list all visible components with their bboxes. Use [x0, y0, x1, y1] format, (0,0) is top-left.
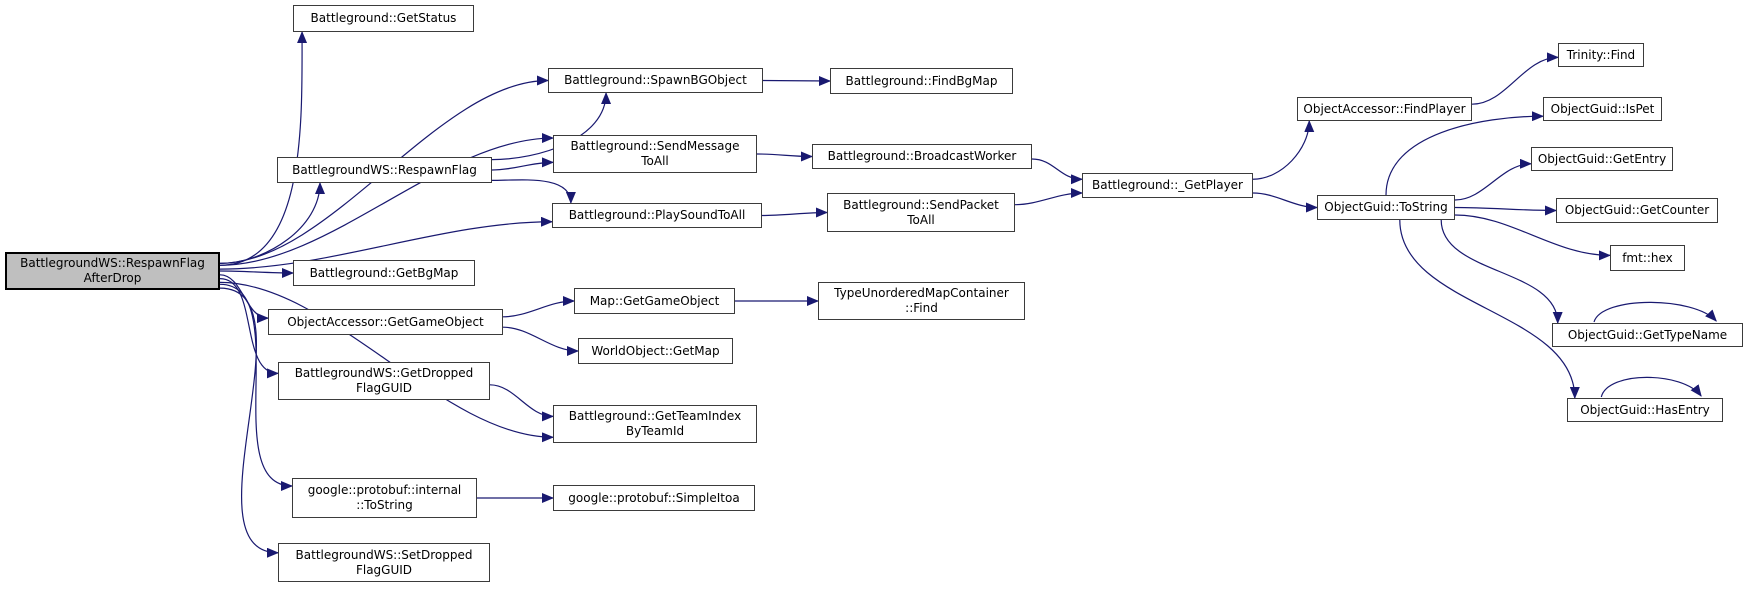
edge-guid_tostring-getcounter [1454, 205, 1557, 216]
edge-spawnbg-findbgmap [762, 75, 831, 86]
node-sendpacket[interactable]: Battleground::SendPacket ToAll [827, 193, 1015, 232]
node-label: Battleground::BroadcastWorker [827, 149, 1017, 163]
node-label: WorldObject::GetMap [591, 343, 720, 358]
node-broadcast[interactable]: Battleground::BroadcastWorker [812, 144, 1032, 169]
node-label: ObjectGuid::ToString [1324, 200, 1448, 214]
node-oa_getgameobject[interactable]: ObjectAccessor::GetGameObject [268, 309, 503, 335]
node-label: Battleground::GetTeamIndex ByTeamId [568, 409, 742, 438]
node-typeunordered[interactable]: TypeUnorderedMapContainer ::Find [818, 282, 1025, 320]
edge-getplayer-guid_tostring [1252, 192, 1318, 213]
node-label: Map::GetGameObject [589, 293, 720, 308]
node-trinity_find[interactable]: Trinity::Find [1558, 43, 1644, 67]
edge-respawnflag-playsound [491, 179, 576, 204]
node-findbgmap[interactable]: Battleground::FindBgMap [830, 68, 1013, 94]
node-label: ObjectAccessor::FindPlayer [1303, 101, 1466, 116]
node-getcounter[interactable]: ObjectGuid::GetCounter [1556, 198, 1718, 223]
node-label: Battleground::GetStatus [310, 11, 457, 25]
node-respawnflag[interactable]: BattlegroundWS::RespawnFlag [277, 157, 492, 183]
edge-guid_tostring-getentry [1454, 158, 1532, 201]
node-wo_getmap[interactable]: WorldObject::GetMap [578, 338, 733, 364]
node-label: ObjectGuid::GetTypeName [1567, 327, 1728, 342]
edge-guid_tostring-ispet [1385, 111, 1544, 196]
node-getstatus[interactable]: Battleground::GetStatus [293, 5, 474, 32]
edge-oa_getgameobject-map_getgo [502, 296, 575, 318]
node-spawnbg[interactable]: Battleground::SpawnBGObject [548, 68, 763, 93]
node-hasentry[interactable]: ObjectGuid::HasEntry [1567, 398, 1723, 422]
node-playsound[interactable]: Battleground::PlaySoundToAll [552, 203, 762, 228]
node-label: google::protobuf::internal ::ToString [307, 483, 462, 512]
node-sendmsg[interactable]: Battleground::SendMessage ToAll [553, 135, 757, 173]
edge-root-getteamindex [219, 281, 554, 443]
node-pb_tostring[interactable]: google::protobuf::internal ::ToString [292, 478, 477, 518]
node-label: Battleground::SendPacket ToAll [843, 197, 999, 227]
node-fmthex[interactable]: fmt::hex [1610, 245, 1685, 271]
node-label: ObjectGuid::GetCounter [1564, 203, 1710, 217]
node-label: BattlegroundWS::GetDropped FlagGUID [294, 366, 474, 395]
edge-hasentry-hasentry [1600, 376, 1702, 398]
node-label: ObjectGuid::HasEntry [1580, 402, 1710, 417]
node-getdropped[interactable]: BattlegroundWS::GetDropped FlagGUID [278, 362, 490, 400]
node-label: ObjectGuid::IsPet [1550, 101, 1655, 116]
node-label: Battleground::SendMessage ToAll [570, 139, 740, 168]
node-label: Trinity::Find [1566, 47, 1636, 62]
edge-root-respawnflag [219, 182, 325, 264]
node-getentry[interactable]: ObjectGuid::GetEntry [1531, 147, 1673, 171]
node-label: Battleground::FindBgMap [845, 73, 998, 88]
node-label: google::protobuf::SimpleItoa [568, 490, 740, 505]
node-label: fmt::hex [1622, 250, 1673, 265]
node-label: Battleground::SpawnBGObject [564, 73, 747, 87]
edge-root-getstatus [219, 31, 308, 266]
edge-playsound-sendpacket [761, 207, 828, 218]
edge-root-getbgmap [219, 267, 294, 278]
edge-respawnflag-sendmsg [491, 157, 554, 171]
edge-guid_tostring-hasentry [1399, 219, 1580, 399]
node-label: Battleground::PlaySoundToAll [568, 208, 746, 222]
edge-getplayer-findplayer [1252, 120, 1315, 180]
edge-sendpacket-getplayer [1014, 188, 1083, 206]
edge-oa_getgameobject-wo_getmap [502, 326, 579, 356]
edge-root-oa_getgameobject [219, 274, 269, 324]
node-label: Battleground::GetBgMap [309, 265, 459, 280]
node-ispet[interactable]: ObjectGuid::IsPet [1543, 97, 1662, 121]
node-label: BattlegroundWS::RespawnFlag AfterDrop [20, 256, 205, 285]
node-simpleitoa[interactable]: google::protobuf::SimpleItoa [553, 485, 755, 511]
edge-broadcast-getplayer [1031, 158, 1083, 185]
node-label: Battleground::_GetPlayer [1092, 178, 1243, 192]
node-map_getgo[interactable]: Map::GetGameObject [574, 288, 735, 314]
node-label: ObjectGuid::GetEntry [1537, 151, 1667, 166]
node-getplayer[interactable]: Battleground::_GetPlayer [1082, 173, 1253, 198]
edge-guid_tostring-gettypename [1440, 219, 1563, 324]
node-label: ObjectAccessor::GetGameObject [287, 314, 484, 329]
node-getteamindex[interactable]: Battleground::GetTeamIndex ByTeamId [553, 405, 757, 443]
node-gettypename[interactable]: ObjectGuid::GetTypeName [1552, 323, 1743, 347]
edge-gettypename-gettypename [1593, 301, 1717, 323]
node-label: BattlegroundWS::SetDropped FlagGUID [295, 547, 473, 577]
node-getbgmap[interactable]: Battleground::GetBgMap [293, 260, 475, 286]
edge-sendmsg-broadcast [756, 151, 813, 162]
node-root: BattlegroundWS::RespawnFlag AfterDrop [5, 252, 220, 290]
node-label: TypeUnorderedMapContainer ::Find [834, 286, 1009, 315]
node-label: BattlegroundWS::RespawnFlag [292, 162, 477, 177]
node-findplayer[interactable]: ObjectAccessor::FindPlayer [1297, 97, 1472, 121]
node-guid_tostring[interactable]: ObjectGuid::ToString [1317, 195, 1455, 220]
edge-getdropped-getteamindex [489, 384, 554, 422]
node-setdropped[interactable]: BattlegroundWS::SetDropped FlagGUID [278, 543, 490, 582]
